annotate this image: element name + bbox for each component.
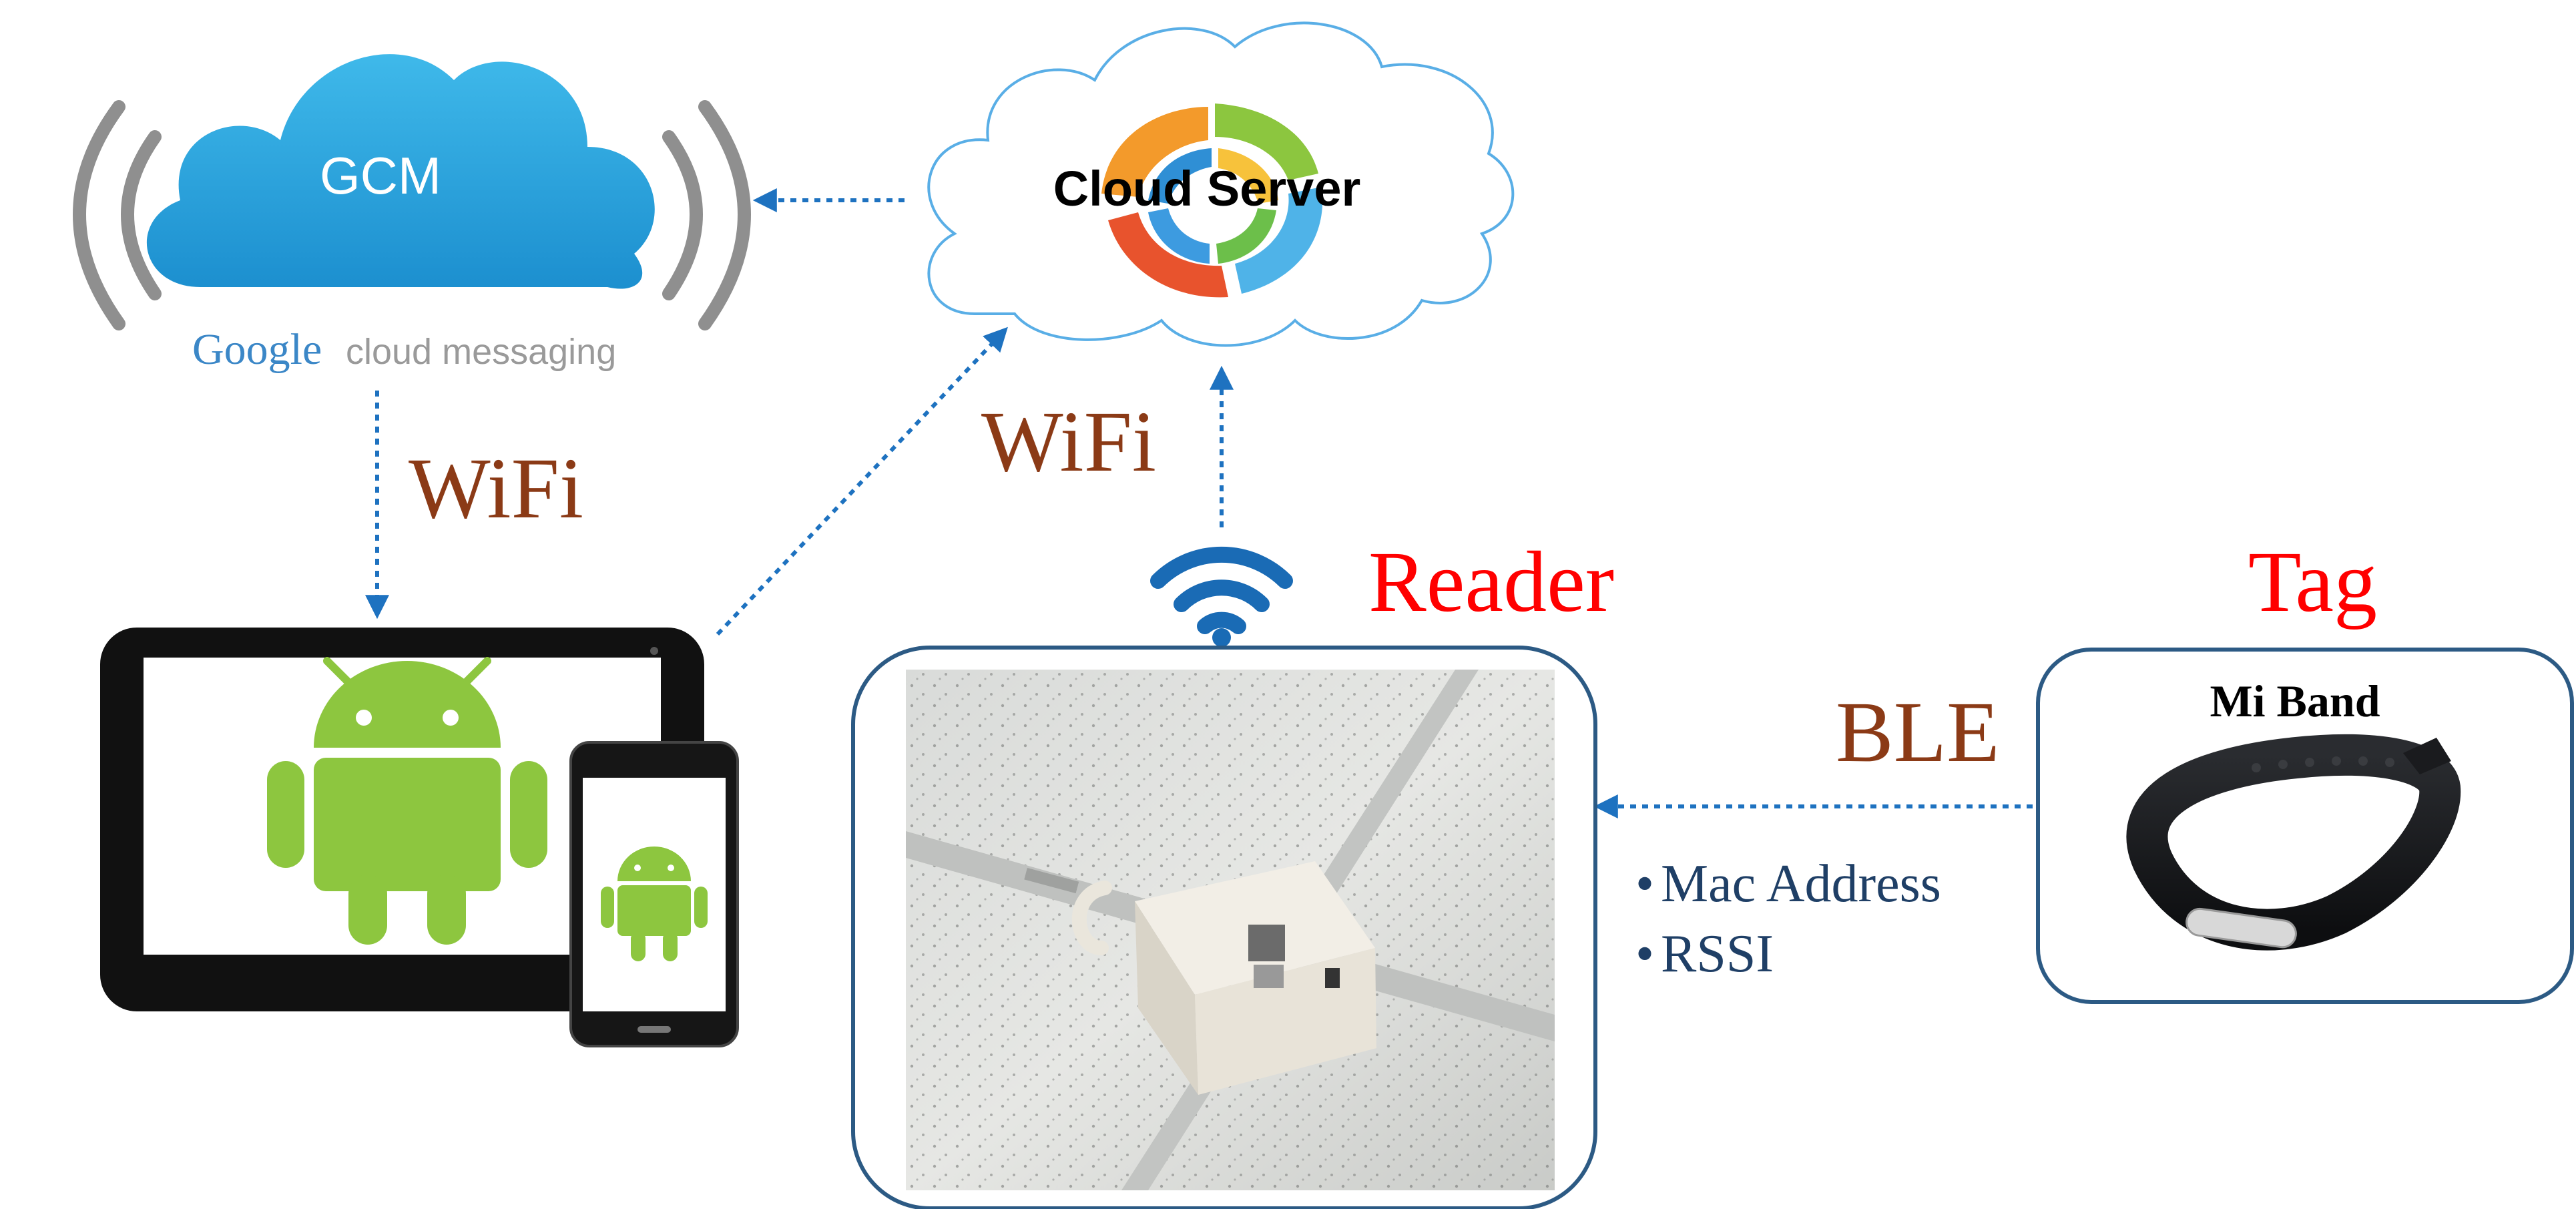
cloud-server-group: Cloud Server — [927, 21, 1515, 347]
gcm-cloud-label: GCM — [320, 146, 441, 205]
bullet-mac-address: Mac Address — [1661, 855, 1941, 913]
wristband-icon — [2126, 734, 2461, 951]
gcm-brand-google: Google — [192, 325, 322, 374]
bullet-dot: • — [1635, 925, 1654, 983]
tag-title: Tag — [2248, 534, 2377, 630]
wifi-label-center: WiFi — [981, 394, 1156, 490]
wifi-icon — [1150, 546, 1293, 647]
reader-title: Reader — [1368, 534, 1614, 630]
cloud-server-label: Cloud Server — [1053, 161, 1361, 216]
reader-data-list: • Mac Address • RSSI — [1635, 855, 1941, 983]
android-devices — [100, 628, 739, 1047]
connection-arrows — [365, 188, 2033, 818]
wifi-label-left: WiFi — [409, 441, 583, 537]
ble-label: BLE — [1836, 684, 2000, 780]
tag-box: Mi Band — [2036, 648, 2574, 1004]
bullet-dot: • — [1635, 855, 1654, 913]
reader-photo — [906, 670, 1555, 1190]
reader-box — [851, 646, 1597, 1209]
data-swirl-icon — [1101, 103, 1323, 298]
android-icon — [601, 847, 708, 961]
bullet-rssi: RSSI — [1661, 925, 1774, 983]
cloud-server-icon — [927, 21, 1515, 347]
arrow-tablet-to-server — [716, 326, 1008, 636]
tag-device-label: Mi Band — [2210, 676, 2380, 726]
cloud-icon — [146, 54, 655, 289]
gcm-brand-suffix: cloud messaging — [346, 332, 616, 372]
signal-waves-icon — [73, 100, 751, 330]
gcm-group: GCM Google cloud messaging — [73, 54, 751, 374]
android-icon — [267, 657, 547, 945]
